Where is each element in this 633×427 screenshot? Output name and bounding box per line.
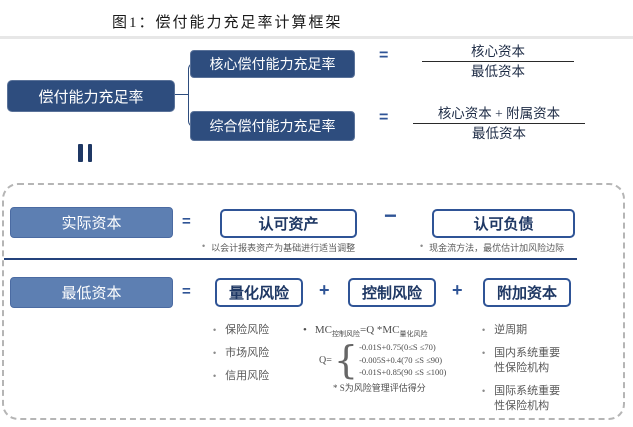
node-comprehensive-solvency-ratio: 综合偿付能力充足率	[190, 111, 355, 141]
list-item: • 保险风险	[213, 323, 269, 338]
bullet-icon: •	[303, 324, 307, 336]
figure-title: 图1：偿付能力充足率计算框架	[112, 15, 343, 31]
node-additional-capital: 附加资本	[483, 278, 571, 307]
node-actual-capital: 实际资本	[10, 207, 173, 238]
node-quantifiable-risk: 量化风险	[215, 278, 303, 307]
fraction-core-denominator: 最低资本	[471, 64, 525, 79]
equivalence-icon	[78, 144, 92, 162]
bullet-icon: •	[482, 348, 486, 358]
fraction-core: 核心资本 最低资本	[422, 43, 574, 80]
node-core-solvency-ratio: 核心偿付能力充足率	[190, 50, 355, 78]
fraction-comprehensive: 核心资本 + 附属资本 最低资本	[413, 105, 585, 142]
piecewise-lines: -0.01S+0.75(0≤S ≤70) -0.005S+0.4(70 ≤S ≤…	[359, 341, 446, 379]
minus-sign: −	[384, 203, 397, 228]
fraction-core-numerator: 核心资本	[422, 43, 574, 62]
piecewise-line: -0.01S+0.85(90 ≤S ≤100)	[359, 367, 447, 378]
detail-panel	[2, 183, 625, 420]
bullet-text: 市场风险	[225, 347, 270, 359]
equals-sign-actual: =	[182, 213, 191, 230]
bullet-icon: •	[482, 325, 486, 335]
node-recognized-liabilities: 认可负债	[432, 209, 575, 238]
panel-divider	[4, 258, 577, 260]
brace-icon: {	[333, 338, 359, 383]
additional-capital-bullets: • 逆周期 • 国内系统重要性保险机构 • 国际系统重要性保险机构	[482, 323, 566, 422]
list-item: • 逆周期	[482, 323, 566, 338]
node-control-risk: 控制风险	[348, 278, 436, 307]
header-rule	[0, 36, 633, 39]
list-item: • 国际系统重要性保险机构	[482, 384, 566, 414]
bullet-icon: •	[213, 348, 217, 358]
node-recognized-assets: 认可资产	[220, 209, 357, 238]
fraction-comprehensive-numerator: 核心资本 + 附属资本	[413, 105, 585, 124]
note-text: 现金流方法，最优估计加风险边际	[429, 243, 565, 253]
bullet-icon: •	[213, 371, 217, 381]
plus-sign-1: +	[319, 280, 330, 300]
q-piecewise-block: Q= { -0.01S+0.75(0≤S ≤70) -0.005S+0.4(70…	[319, 341, 475, 379]
note-recognized-assets: • 以会计报表资产为基础进行适当调整	[202, 241, 355, 254]
bullet-text: 逆周期	[494, 324, 528, 336]
piecewise-line: -0.01S+0.75(0≤S ≤70)	[359, 342, 436, 353]
bullet-icon: •	[202, 241, 206, 251]
tree-connector-stub	[175, 94, 189, 95]
note-recognized-liabilities: • 现金流方法，最优估计加风险边际	[420, 241, 564, 254]
bullet-text: 国内系统重要性保险机构	[494, 347, 561, 374]
list-item: • 市场风险	[213, 346, 269, 361]
mc-formula-line: • MC控制风险=Q *MC量化风险	[303, 324, 475, 339]
bullet-icon: •	[482, 386, 486, 396]
plus-sign-2: +	[452, 280, 463, 300]
quantifiable-risk-bullets: • 保险风险 • 市场风险 • 信用风险	[213, 323, 269, 392]
bullet-icon: •	[213, 325, 217, 335]
fraction-comprehensive-denominator: 最低资本	[472, 126, 526, 141]
equals-sign-minimum: =	[182, 283, 191, 300]
node-solvency-ratio: 偿付能力充足率	[7, 80, 175, 112]
list-item: • 国内系统重要性保险机构	[482, 346, 566, 376]
q-label: Q=	[319, 354, 332, 366]
note-text: 以会计报表资产为基础进行适当调整	[211, 243, 356, 253]
equals-sign-core: =	[379, 47, 389, 64]
control-risk-formula: • MC控制风险=Q *MC量化风险 Q= { -0.01S+0.75(0≤S …	[303, 324, 475, 394]
bullet-text: 保险风险	[225, 324, 270, 336]
bullet-icon: •	[420, 241, 424, 251]
bullet-text: 国际系统重要性保险机构	[494, 385, 561, 412]
formula-footnote: * S为风险管理评估得分	[333, 383, 426, 394]
node-minimum-capital: 最低资本	[10, 277, 173, 308]
equals-sign-comprehensive: =	[379, 109, 389, 126]
piecewise-line: -0.005S+0.4(70 ≤S ≤90)	[359, 354, 443, 365]
list-item: • 信用风险	[213, 369, 269, 384]
bullet-text: 信用风险	[225, 370, 270, 382]
mc-formula-text: MC控制风险=Q *MC量化风险	[314, 324, 428, 339]
